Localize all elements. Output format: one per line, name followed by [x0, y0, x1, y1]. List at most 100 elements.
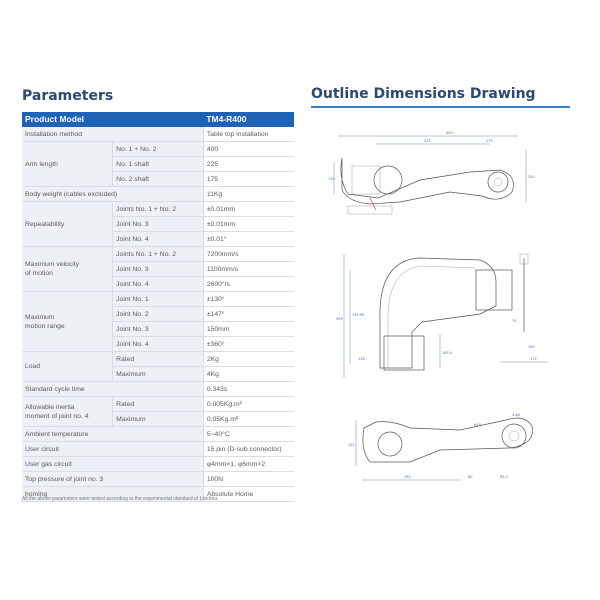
dim-side-depth: 172: [530, 357, 537, 361]
row-sublabel: Joint No. 4: [112, 231, 204, 247]
row-label: Body weight (cables excluded): [22, 186, 204, 202]
row-value: 1100mm/s: [202, 261, 294, 277]
table-row: Joint No. 4 ±0.01°: [22, 231, 294, 247]
dim-base-depth: 120: [348, 443, 355, 447]
row-sublabel: Joint No. 1: [112, 291, 204, 307]
base-view: 192 60 83.5 R40 4-φ9 120: [348, 413, 533, 481]
dim-side-mid: 165.5: [442, 351, 452, 355]
dim-top-d1: 225: [424, 139, 431, 143]
row-value: 0.343s: [202, 381, 294, 397]
row-label-line: motion range: [25, 322, 65, 330]
row-label: homing: [22, 486, 204, 502]
row-label: Maximum velocity of motion: [22, 246, 113, 292]
table-row: Arm length No. 1 + No. 2 400: [22, 141, 294, 187]
dim-side-total: 399: [336, 317, 343, 321]
row-label-line: Maximum: [25, 313, 55, 321]
row-label-line: Maximum velocity: [25, 261, 80, 268]
header-product-model: Product Model: [22, 112, 204, 127]
table-row: Joint No. 3 1100mm/s: [22, 261, 294, 277]
table-row: Maximum 0.05Kg.m²: [22, 411, 294, 427]
row-sublabel: Maximum: [112, 366, 204, 382]
row-value: 4Kg: [202, 366, 294, 382]
row-value: 175: [202, 171, 294, 187]
row-label: Standard cycle time: [22, 381, 204, 397]
row-label: Repeatability: [22, 201, 113, 247]
row-value: ±0.01mm: [202, 216, 294, 232]
table-row: Allowable inertia moment of joint no. 4 …: [22, 396, 294, 427]
table-row: Joint No. 4 2600°/s: [22, 276, 294, 292]
table-row: User gas circuit φ4mm×1, φ6mm×2: [22, 456, 294, 472]
row-value: 7200mm/s: [202, 246, 294, 262]
row-label: Allowable inertia moment of joint no. 4: [22, 396, 113, 427]
dim-base-width: 192: [404, 475, 411, 479]
row-label: User gas circuit: [22, 456, 204, 472]
table-row: Standard cycle time 0.343s: [22, 381, 294, 397]
side-view: 399 345.90 138 165.5 150 172 70: [336, 253, 548, 378]
row-sublabel: No. 1 shaft: [112, 156, 204, 172]
row-value: 225: [202, 156, 294, 172]
table-row: Load Rated 2Kg: [22, 351, 294, 382]
row-value: 0.005Kg.m²: [202, 396, 294, 412]
table-row: Joint No. 4 ±360°: [22, 336, 294, 352]
row-label: Maximum motion range: [22, 291, 113, 352]
table-row: Joint No. 3 ±0.01mm: [22, 216, 294, 232]
dim-base-d: 83.5: [500, 475, 508, 479]
row-sublabel: Joints No. 1 + No. 2: [112, 246, 204, 262]
parameters-heading: Parameters: [22, 88, 114, 104]
row-sublabel: No. 2 shaft: [112, 171, 204, 187]
dim-side-stroke: 150: [528, 345, 535, 349]
row-sublabel: Joint No. 4: [112, 336, 204, 352]
row-label-line: Allowable inertia: [25, 403, 75, 411]
row-sublabel: Joint No. 3: [112, 321, 204, 337]
row-value: ±130°: [202, 291, 294, 307]
row-value: φ4mm×1, φ6mm×2: [202, 456, 294, 472]
row-label: Ambient temperature: [22, 426, 204, 442]
parameters-table: Product Model TM4-R400 Installation meth…: [22, 112, 294, 502]
dim-base-r: R40: [474, 423, 481, 427]
table-row: Repeatability Joints No. 1 + No. 2 ±0.01…: [22, 201, 294, 247]
table-row: Joint No. 3 150mm: [22, 321, 294, 337]
row-sublabel: Joint No. 2: [112, 306, 204, 322]
table-row: No. 2 shaft 175: [22, 171, 294, 187]
table-row: homing Absolute Home: [22, 486, 294, 502]
row-value: ±0.01°: [202, 231, 294, 247]
table-row: Maximum motion range Joint No. 1 ±130°: [22, 291, 294, 352]
header-model-name: TM4-R400: [203, 112, 294, 127]
table-row: Maximum 4Kg: [22, 366, 294, 382]
row-value: 2Kg: [202, 351, 294, 367]
row-value: 400: [202, 141, 294, 157]
table-row: Ambient temperature 5~40°C: [22, 426, 294, 442]
dim-base-hole: 4-φ9: [512, 413, 520, 417]
row-value: 15 pin (D-sub connector): [202, 441, 294, 457]
table-row: No. 1 shaft 225: [22, 156, 294, 172]
outline-drawing: 400 225 175 130 250 399 345.90 138 165.5…: [328, 131, 548, 481]
row-value: 100N: [202, 471, 294, 487]
row-label-line: moment of joint no. 4: [25, 412, 89, 420]
row-value: 150mm: [202, 321, 294, 337]
table-row: Body weight (cables excluded) 11Kg: [22, 186, 294, 202]
row-label: Load: [22, 351, 113, 382]
dim-side-base: 138: [358, 357, 365, 361]
row-sublabel: No. 1 + No. 2: [112, 141, 204, 157]
row-sublabel: Rated: [112, 396, 204, 412]
row-value: 11Kg: [202, 186, 294, 202]
dim-top-d2: 175: [486, 139, 493, 143]
table-row: Top pressure of joint no. 3 100N: [22, 471, 294, 487]
row-sublabel: Joint No. 3: [112, 216, 204, 232]
row-sublabel: Joint No. 4: [112, 276, 204, 292]
row-value: 0.05Kg.m²: [202, 411, 294, 427]
row-value: Table top installation: [202, 127, 294, 142]
row-sublabel: Joint No. 3: [112, 261, 204, 277]
row-label: Top pressure of joint no. 3: [22, 471, 204, 487]
dim-top-overall: 400: [446, 131, 453, 135]
row-sublabel: Maximum: [112, 411, 204, 427]
row-label: Installation method: [22, 127, 204, 142]
row-value: 2600°/s: [202, 276, 294, 292]
table-header-row: Product Model TM4-R400: [22, 112, 294, 127]
table-row: User circuit 15 pin (D-sub connector): [22, 441, 294, 457]
dim-side-column: 345.90: [352, 313, 364, 317]
row-label-line: of motion: [25, 270, 53, 277]
dim-top-h2: 250: [528, 175, 535, 179]
outline-underline: [311, 106, 570, 108]
dim-base-e: 60: [468, 475, 472, 479]
